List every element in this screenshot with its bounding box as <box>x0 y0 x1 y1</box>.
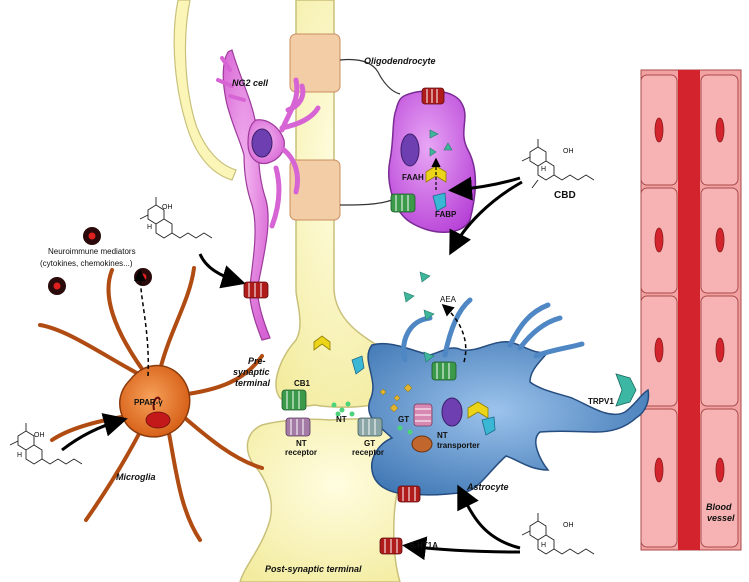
presynaptic-label-2: synaptic <box>233 367 270 377</box>
postsynaptic-label: Post-synaptic terminal <box>265 564 362 574</box>
nucleus <box>400 133 420 167</box>
gt-label: GT <box>398 415 410 424</box>
neuroimmune-dots <box>48 227 152 295</box>
h-label: H <box>147 224 153 231</box>
neuroimmune-label: Neuroimmune mediators <box>48 247 136 256</box>
yellow-chevron-icon <box>467 401 489 419</box>
cb1-label: CB1 <box>294 379 311 388</box>
nt-transporter-label-2: transporter <box>437 441 480 450</box>
ng2-cell-label: NG2 cell <box>232 78 269 88</box>
oh-label: OH <box>563 522 574 529</box>
h-label: H <box>541 166 547 173</box>
nt-transporter-label-1: NT <box>437 431 448 440</box>
nucleus <box>441 397 463 427</box>
nucleus <box>251 128 273 158</box>
gt-receptor-label-2: receptor <box>352 448 385 457</box>
nt-receptor-label-1: NT <box>296 439 307 448</box>
myelin-sheath <box>289 159 341 221</box>
aea-molecules <box>403 271 435 363</box>
nt-transporter-icon <box>411 435 433 453</box>
astrocyte-label: Astrocyte <box>467 482 509 492</box>
oh-label: OH <box>34 432 45 439</box>
gt-receptor-label-1: GT <box>364 439 376 448</box>
arrows <box>61 176 523 561</box>
oh-label: OH <box>563 148 574 155</box>
blue-vesicle-icon <box>351 355 365 375</box>
cbd-label: CBD <box>554 190 576 201</box>
h-label: H <box>541 542 547 549</box>
presynaptic-label-1: Pre- <box>248 356 266 366</box>
fabp-label: FABP <box>435 210 457 219</box>
oligodendrocyte <box>339 58 477 233</box>
oh-label: OH <box>162 204 173 211</box>
h-label: H <box>17 452 23 459</box>
ppar-receptor-icon <box>145 411 171 429</box>
gt-receptor-icon <box>357 417 383 437</box>
faah-label: FAAH <box>402 173 424 182</box>
receptor-green-icon <box>431 361 457 381</box>
gliotransmitter-diamonds <box>379 383 413 413</box>
trpv1-channel-icon <box>615 373 637 407</box>
ng2-cell <box>216 49 321 341</box>
oligodendrocyte-label: Oligodendrocyte <box>364 56 436 66</box>
5ht1a-receptor-icon <box>379 537 403 555</box>
cbd-molecule-icon <box>521 139 595 189</box>
nt-label: NT <box>336 415 347 424</box>
5ht1a-label: 5-HT1A <box>410 541 439 550</box>
blood-vessel <box>640 69 742 551</box>
cb1-receptor-icon <box>281 389 307 411</box>
receptor-green-icon <box>390 193 416 213</box>
cytokines-label: (cytokines, chemokines...) <box>40 259 133 268</box>
myelin-sheath <box>289 33 341 93</box>
receptor-red-icon <box>421 87 445 105</box>
trpv1-label: TRPV1 <box>588 397 614 406</box>
dendrite-process <box>173 0 237 181</box>
cbd-molecule-icon <box>521 513 595 555</box>
nt-receptor-icon <box>285 417 311 437</box>
aea-label: AEA <box>440 295 457 304</box>
receptor-red-icon <box>243 281 269 299</box>
microglia-label: Microglia <box>116 472 156 482</box>
ppar-label: PPAR-γ <box>134 398 163 407</box>
blood-vessel-label-1: Blood <box>706 502 732 512</box>
blood-vessel-label-2: vessel <box>707 513 735 523</box>
astrocyte <box>367 297 650 503</box>
microglia <box>38 266 264 542</box>
presynaptic-terminal <box>275 0 401 408</box>
yellow-chevron-icon <box>313 335 331 351</box>
receptor-pink-icon <box>413 403 433 427</box>
cbd-molecule-icon <box>9 423 83 465</box>
presynaptic-label-3: terminal <box>235 378 271 388</box>
fabp-icon <box>432 192 447 212</box>
blue-vesicle-icon <box>481 416 496 436</box>
cbd-molecule-icon <box>139 197 213 239</box>
receptor-red-icon <box>397 485 421 503</box>
neurotransmitter-dots <box>331 401 413 435</box>
nt-receptor-label-2: receptor <box>285 448 318 457</box>
